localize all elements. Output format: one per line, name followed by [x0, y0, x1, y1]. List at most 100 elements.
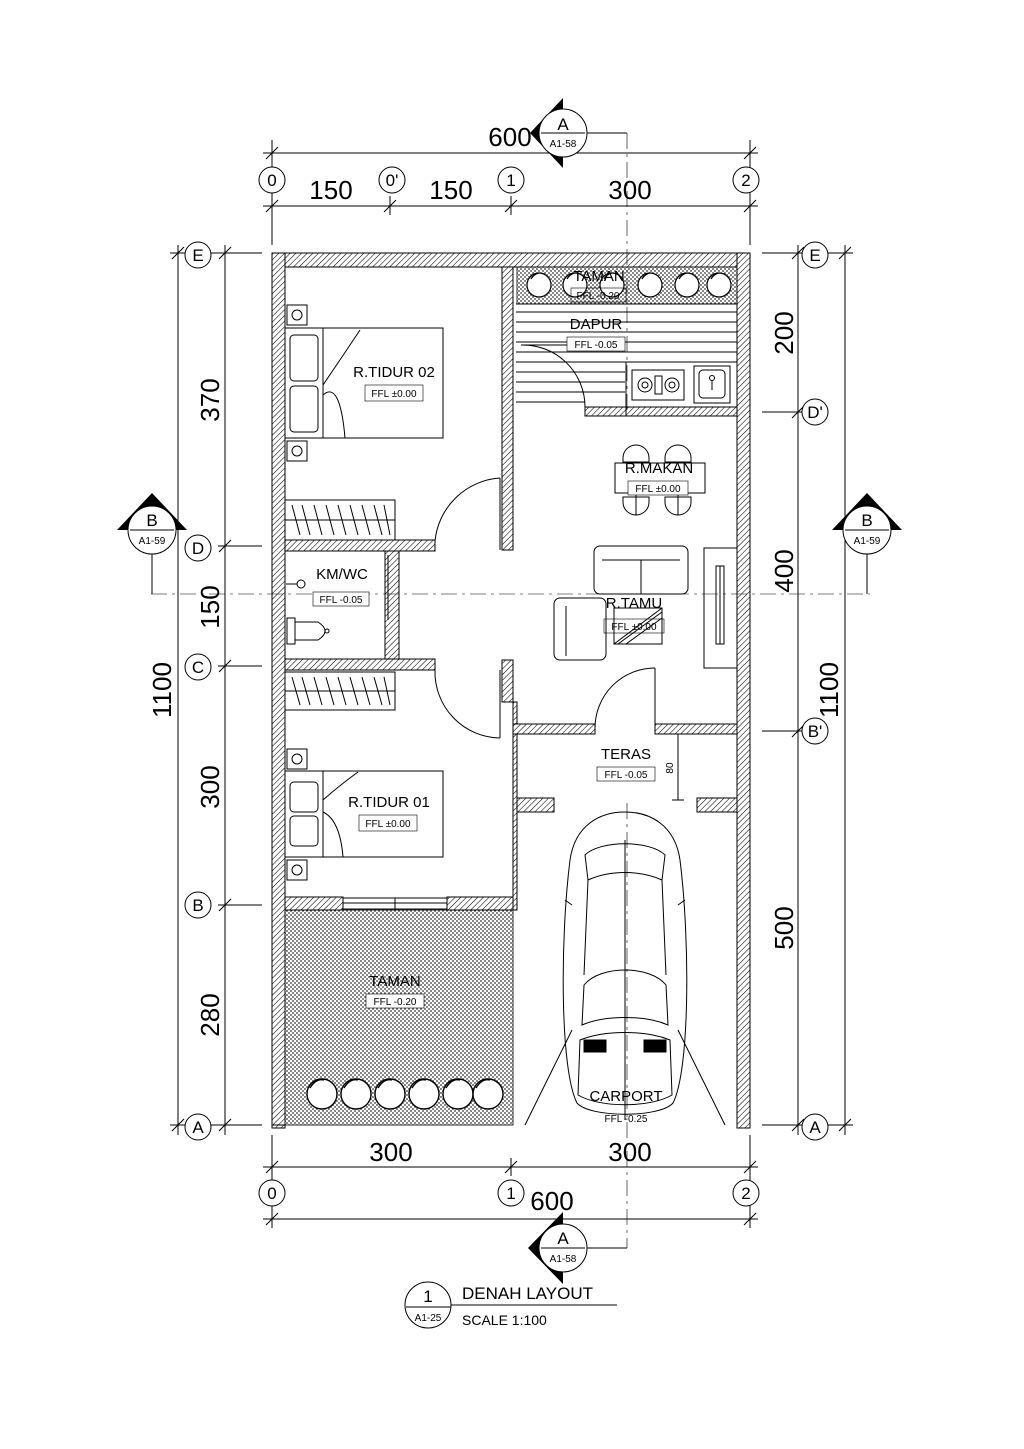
svg-text:FFL -0.05: FFL -0.05 [575, 340, 618, 351]
drawing-title: DENAH LAYOUT [462, 1284, 593, 1303]
svg-text:600: 600 [530, 1186, 573, 1216]
svg-text:280: 280 [195, 993, 225, 1036]
svg-text:R.MAKAN: R.MAKAN [625, 460, 693, 477]
svg-text:KM/WC: KM/WC [316, 566, 368, 583]
svg-text:E: E [809, 246, 820, 265]
wardrobe-icon [284, 671, 396, 711]
svg-text:2: 2 [741, 1184, 750, 1203]
svg-text:FFL -0.20: FFL -0.20 [577, 291, 620, 302]
car-icon [524, 811, 726, 1126]
room-label-kmwc: KM/WC FFL -0.05 [312, 566, 370, 607]
svg-text:FFL ±0.00: FFL ±0.00 [635, 484, 681, 495]
svg-text:C: C [192, 658, 204, 677]
svg-text:FFL -0.05: FFL -0.05 [605, 770, 648, 781]
room-label-teras: TERAS FFL -0.05 [596, 746, 656, 782]
svg-text:FFL -0.25: FFL -0.25 [605, 1114, 648, 1125]
svg-text:B: B [192, 896, 203, 915]
svg-text:A1-59: A1-59 [854, 536, 881, 547]
svg-text:150: 150 [195, 585, 225, 628]
stove-icon [625, 361, 738, 408]
center-line [151, 133, 870, 1248]
teras-depth-dimension: 80 [665, 733, 684, 801]
svg-text:A: A [557, 1229, 569, 1248]
svg-text:150: 150 [309, 175, 352, 205]
svg-text:TAMAN: TAMAN [573, 268, 624, 285]
window [516, 303, 737, 403]
svg-text:FFL ±0.00: FFL ±0.00 [611, 622, 657, 633]
walls [271, 252, 751, 1129]
svg-text:FFL -0.05: FFL -0.05 [320, 595, 363, 606]
svg-text:500: 500 [769, 906, 799, 949]
grid-labels: 0 0' 1 2 0 1 2 E D C B A E D' B' A [192, 171, 823, 1203]
svg-text:1100: 1100 [814, 662, 844, 718]
svg-text:FFL -0.20: FFL -0.20 [374, 997, 417, 1008]
svg-text:A1-59: A1-59 [139, 536, 166, 547]
svg-text:A1-58: A1-58 [550, 139, 577, 150]
sofa-icon [553, 545, 689, 661]
svg-text:R.TIDUR 01: R.TIDUR 01 [348, 794, 430, 811]
svg-text:300: 300 [195, 765, 225, 808]
room-label-makan: R.MAKAN FFL ±0.00 [625, 460, 693, 496]
svg-text:B: B [861, 511, 872, 530]
svg-text:A: A [809, 1118, 821, 1137]
section-marker-icon: A A1-58 [528, 1212, 627, 1284]
svg-text:DAPUR: DAPUR [570, 316, 623, 333]
room-label-dapur: DAPUR FFL -0.05 [566, 316, 626, 352]
svg-text:A: A [557, 115, 569, 134]
bed-icon [284, 304, 444, 462]
drawing-sheet-ref: A1-25 [415, 1313, 442, 1324]
svg-text:2: 2 [741, 171, 750, 190]
svg-text:CARPORT: CARPORT [589, 1088, 662, 1105]
wardrobe-icon [284, 499, 396, 541]
bed-icon [284, 748, 444, 881]
section-marker-icon: B A1-59 [117, 493, 187, 594]
svg-text:80: 80 [665, 762, 676, 774]
svg-text:E: E [192, 246, 203, 265]
svg-text:0: 0 [267, 171, 276, 190]
svg-text:TERAS: TERAS [601, 746, 651, 763]
svg-text:FFL ±0.00: FFL ±0.00 [371, 389, 417, 400]
section-marker-icon: B A1-59 [832, 493, 902, 594]
grid-bubble-icon [184, 166, 829, 1207]
room-label-tidur02: R.TIDUR 02 FFL ±0.00 [353, 364, 435, 402]
drawing-title-block: 1 A1-25 DENAH LAYOUT SCALE 1:100 [404, 1281, 617, 1329]
room-label-tidur01: R.TIDUR 01 FFL ±0.00 [348, 794, 430, 832]
svg-text:370: 370 [195, 378, 225, 421]
door-swing-icon [387, 344, 656, 739]
sink-icon [693, 365, 731, 404]
window [342, 897, 448, 910]
svg-text:1100: 1100 [147, 662, 177, 718]
room-label-taman-front: TAMAN FFL -0.20 [365, 973, 425, 1009]
svg-text:D: D [192, 539, 204, 558]
svg-text:FFL ±0.00: FFL ±0.00 [365, 819, 411, 830]
svg-text:200: 200 [769, 311, 799, 354]
svg-text:400: 400 [769, 549, 799, 592]
svg-text:1: 1 [506, 171, 515, 190]
dimension-labels: 600 150 150 300 300 300 600 1100 370 150… [147, 122, 844, 1216]
svg-text:R.TIDUR 02: R.TIDUR 02 [353, 364, 435, 381]
svg-text:D': D' [807, 403, 823, 422]
room-label-tamu: R.TAMU FFL ±0.00 [603, 595, 665, 634]
room-label-carport: CARPORT FFL -0.25 [589, 1088, 662, 1125]
svg-text:300: 300 [608, 175, 651, 205]
svg-text:600: 600 [488, 122, 531, 152]
dining-chair-icon [614, 444, 706, 516]
toilet-icon [286, 579, 330, 645]
shrub-icon [306, 1078, 504, 1110]
svg-text:1: 1 [506, 1184, 515, 1203]
svg-text:A: A [192, 1118, 204, 1137]
svg-text:A1-58: A1-58 [550, 1254, 577, 1265]
svg-text:0': 0' [386, 171, 399, 190]
section-marker-icon: A A1-58 [530, 98, 627, 168]
svg-text:300: 300 [369, 1137, 412, 1167]
drawing-number: 1 [423, 1287, 432, 1306]
room-label-taman-back: TAMAN FFL -0.20 [570, 268, 627, 303]
svg-text:0: 0 [267, 1184, 276, 1203]
svg-text:300: 300 [608, 1137, 651, 1167]
drawing-scale: SCALE 1:100 [462, 1312, 547, 1328]
svg-text:150: 150 [429, 175, 472, 205]
tv-cabinet-icon [703, 547, 738, 669]
svg-text:B: B [146, 511, 157, 530]
svg-text:TAMAN: TAMAN [369, 973, 420, 990]
